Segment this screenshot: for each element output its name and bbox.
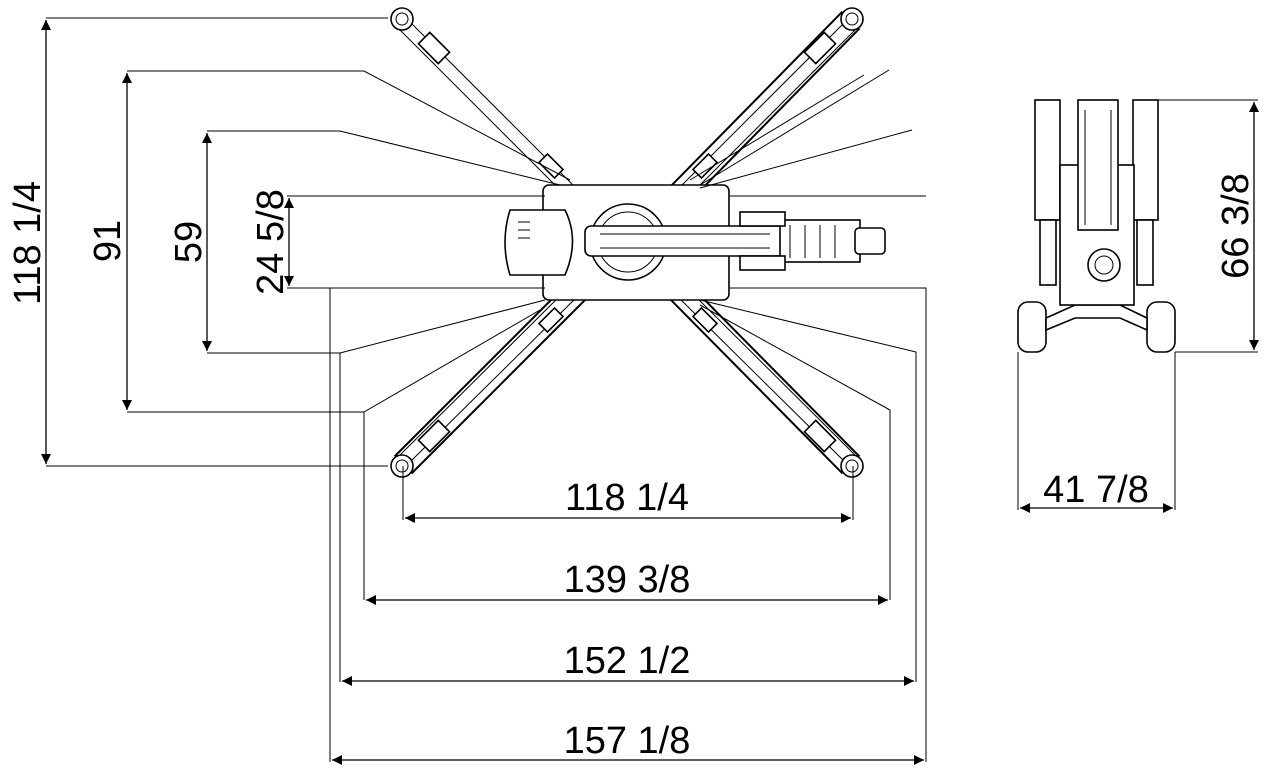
track-left	[1017, 301, 1047, 353]
hook-block	[854, 227, 886, 255]
label-59: 59	[168, 221, 210, 263]
extension-lines	[46, 17, 1258, 762]
boom	[584, 225, 786, 257]
label-41: 41 7/8	[1043, 469, 1149, 511]
label-152: 152 1/2	[564, 640, 691, 682]
label-139: 139 3/8	[564, 559, 691, 601]
machine-top-view	[390, 7, 886, 478]
label-118-vertical: 118 1/4	[7, 181, 49, 305]
label-118-horizontal: 118 1/4	[565, 477, 689, 519]
label-24: 24 5/8	[250, 189, 292, 295]
track-right	[1146, 301, 1176, 353]
outrigger-rear-left	[390, 280, 588, 478]
outrigger-front-left	[390, 7, 588, 206]
label-157: 157 1/8	[564, 720, 691, 762]
dimension-lines	[41, 20, 1259, 765]
dimension-labels: 118 1/4 91 59 24 5/8 66 3/8 41 7/8 118 1…	[7, 173, 1257, 762]
outrigger-front-right	[668, 7, 864, 206]
counterweight	[504, 209, 574, 276]
mast	[1077, 99, 1119, 231]
label-66: 66 3/8	[1215, 173, 1257, 279]
outrigger-rear-view-left	[1034, 99, 1061, 221]
outrigger-rear-view-right	[1132, 99, 1159, 221]
outrigger-rear-right	[668, 280, 864, 478]
machine-rear-view	[1017, 99, 1176, 353]
label-91: 91	[87, 220, 129, 262]
